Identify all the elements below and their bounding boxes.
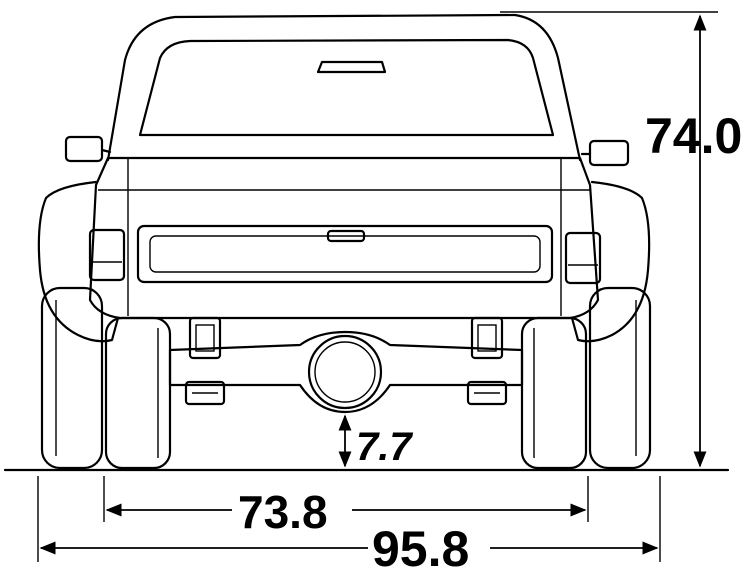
rear-window — [138, 38, 555, 137]
right-mirror — [588, 139, 630, 167]
track-width-value: 73.8 — [238, 486, 328, 538]
right-taillight — [564, 231, 602, 285]
right-fender — [570, 180, 651, 343]
ground-clearance-value: 7.7 — [356, 425, 413, 469]
left-mirror — [64, 135, 104, 163]
left-inner-tire — [104, 316, 172, 470]
height-dimension: 74.0 — [500, 11, 742, 468]
left-spring-hanger — [188, 316, 222, 360]
third-brake-light — [316, 60, 387, 74]
rear-axle-assembly — [168, 316, 524, 414]
axle-housing — [168, 330, 524, 414]
tailgate-panel — [136, 224, 554, 284]
right-outer-tire — [588, 286, 652, 470]
left-outer-tire — [40, 286, 104, 470]
bed-body — [88, 156, 600, 320]
left-taillight — [88, 228, 126, 282]
cab-roof — [106, 13, 582, 162]
track-width-dimension: 73.8 — [103, 476, 589, 538]
tailgate-handle — [326, 229, 366, 243]
right-inner-tire — [520, 316, 588, 470]
overall-width-dimension: 95.8 — [37, 476, 661, 569]
left-fender — [37, 180, 120, 343]
height-value: 74.0 — [645, 108, 742, 164]
overall-width-value: 95.8 — [372, 521, 469, 569]
right-spring-hanger — [470, 316, 504, 360]
differential-cover — [307, 334, 383, 410]
ground-clearance-dimension: 7.7 — [338, 414, 413, 469]
truck-outline — [37, 13, 651, 343]
rear-wheels — [40, 286, 652, 470]
